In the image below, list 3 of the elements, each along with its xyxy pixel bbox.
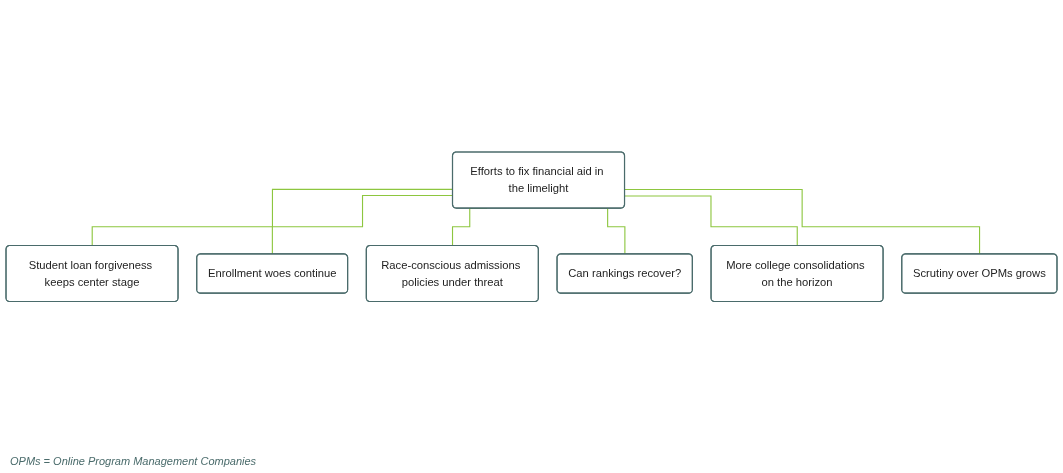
footnote: OPMs = Online Program Management Companies [10,455,258,467]
connector [624,195,798,247]
connector [624,188,981,255]
